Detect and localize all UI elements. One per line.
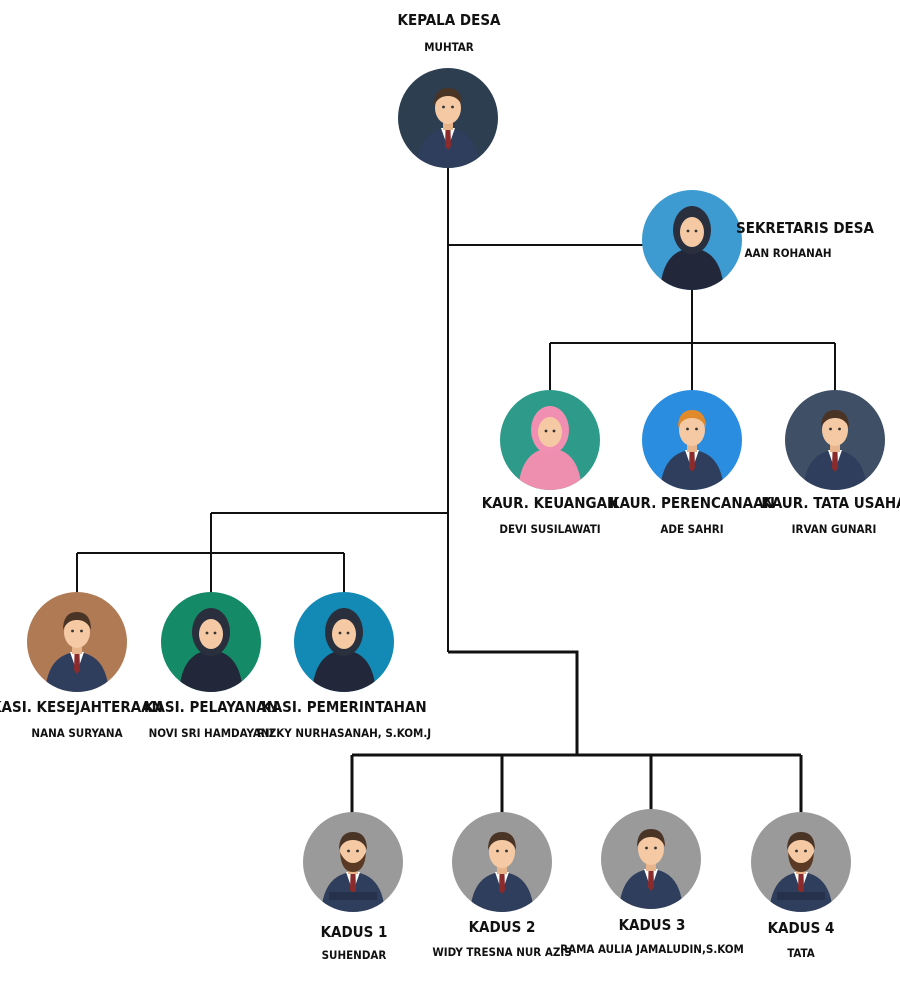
node-title: KAUR. TATA USAHA	[761, 494, 900, 512]
node-name: AAN ROHANAH	[744, 246, 831, 260]
person-figure	[660, 206, 724, 290]
avatar	[452, 812, 552, 912]
person-figure	[619, 829, 683, 909]
node-kadus-3: KADUS 3 RAMA AULIA JAMALUDIN,S.KOM	[560, 809, 744, 956]
avatar	[303, 812, 403, 912]
node-name: RAMA AULIA JAMALUDIN,S.KOM	[560, 942, 744, 956]
node-name: IRVAN GUNARI	[792, 522, 877, 536]
node-name: ADE SAHRI	[660, 522, 723, 536]
node-name: WIDY TRESNA NUR AZIS	[432, 945, 571, 959]
avatar	[785, 390, 885, 490]
connector-kepala-kasi	[76, 512, 448, 598]
person-figure	[312, 608, 376, 692]
connector-kepala-kadus	[350, 650, 803, 822]
node-kadus-1: KADUS 1 SUHENDAR	[303, 812, 403, 962]
avatar	[601, 809, 701, 909]
node-kepala: KEPALA DESA MUHTAR	[398, 11, 502, 168]
node-kaur-keuangan: KAUR. KEUANGAN DEVI SUSILAWATI	[482, 390, 619, 536]
avatar	[751, 812, 851, 912]
person-figure	[45, 612, 109, 692]
avatar	[27, 592, 127, 692]
avatar	[642, 190, 742, 290]
node-title: KADUS 4	[768, 919, 835, 937]
person-figure	[179, 608, 243, 692]
node-name: NOVI SRI HAMDAYANI	[149, 726, 274, 740]
node-kasi-pelayanan: KASI. PELAYANAN NOVI SRI HAMDAYANI	[144, 592, 278, 740]
avatar	[500, 390, 600, 490]
node-kadus-4: KADUS 4 TATA	[751, 812, 851, 960]
person-figure	[803, 410, 867, 490]
person-figure	[321, 832, 385, 912]
person-figure	[660, 410, 724, 490]
node-title: KASI. PEMERINTAHAN	[261, 698, 426, 716]
person-figure	[518, 406, 582, 490]
node-kasi-kesejahteraan: KASI. KESEJAHTERAAN NANA SURYANA	[0, 592, 163, 740]
node-name: NANA SURYANA	[31, 726, 122, 740]
node-kasi-pemerintahan: KASI. PEMERINTAHAN RIZKY NURHASANAH, S.K…	[257, 592, 431, 740]
node-kadus-2: KADUS 2 WIDY TRESNA NUR AZIS	[432, 812, 572, 959]
avatar	[398, 68, 498, 168]
person-figure	[769, 832, 833, 912]
node-kaur-tatausaha: KAUR. TATA USAHA IRVAN GUNARI	[761, 390, 900, 536]
node-title: KADUS 2	[469, 918, 536, 936]
node-title: KAUR. PERENCANAAN	[609, 494, 775, 512]
node-kaur-perencanaan: KAUR. PERENCANAAN ADE SAHRI	[609, 390, 775, 536]
node-sekretaris: SEKRETARIS DESA AAN ROHANAH	[642, 190, 875, 290]
person-figure	[416, 88, 480, 168]
node-title: KEPALA DESA	[398, 11, 502, 29]
avatar	[642, 390, 742, 490]
person-figure	[470, 832, 534, 912]
avatar	[161, 592, 261, 692]
node-name: DEVI SUSILAWATI	[499, 522, 600, 536]
avatar	[294, 592, 394, 692]
node-name: SUHENDAR	[322, 948, 387, 962]
node-name: TATA	[787, 946, 814, 960]
node-title: KASI. KESEJAHTERAAN	[0, 698, 163, 716]
node-title: KADUS 3	[619, 916, 686, 934]
node-title: KAUR. KEUANGAN	[482, 494, 619, 512]
connectors	[76, 162, 836, 822]
node-title: SEKRETARIS DESA	[736, 219, 874, 237]
node-title: KASI. PELAYANAN	[144, 698, 278, 716]
connector-sekretaris-kaur	[549, 290, 836, 392]
node-title: KADUS 1	[321, 923, 388, 941]
node-name: MUHTAR	[424, 40, 474, 54]
node-name: RIZKY NURHASANAH, S.KOM.J	[257, 726, 431, 740]
